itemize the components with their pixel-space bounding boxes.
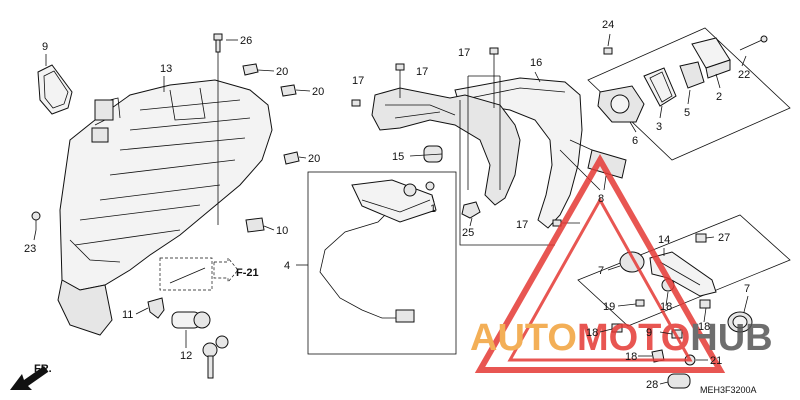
callout-7-right: 7 bbox=[744, 283, 750, 295]
callout-20-mid: 20 bbox=[312, 86, 324, 98]
callout-8: 8 bbox=[598, 193, 604, 205]
watermark: AUTOMOTOHUB bbox=[470, 153, 773, 373]
watermark-text-hub: HUB bbox=[690, 317, 772, 359]
callout-19: 19 bbox=[603, 301, 615, 313]
svg-text:AUTOMOTOHUB: AUTOMOTOHUB bbox=[470, 317, 773, 359]
callout-leaders bbox=[33, 33, 749, 385]
callout-24: 24 bbox=[602, 19, 614, 31]
clip-part-20-low bbox=[283, 151, 300, 165]
license-light-assembly-part-4 bbox=[307, 171, 457, 355]
reference-box-f21 bbox=[159, 257, 239, 291]
callout-25: 25 bbox=[462, 227, 474, 239]
clip-part-11 bbox=[147, 297, 165, 319]
callout-18-a: 18 bbox=[660, 301, 672, 313]
callout-labels: 9 13 26 20 20 20 17 17 17 17 16 24 22 2 … bbox=[24, 19, 757, 395]
nut-part-25 bbox=[461, 201, 481, 219]
callout-27: 27 bbox=[718, 232, 730, 244]
callout-3: 3 bbox=[656, 121, 662, 133]
bracket-assembly bbox=[371, 87, 521, 206]
clip-part-20-top bbox=[242, 63, 259, 76]
callout-18-c: 18 bbox=[698, 321, 710, 333]
callout-18-d: 18 bbox=[625, 351, 637, 363]
callout-18-b: 18 bbox=[586, 327, 598, 339]
callout-15: 15 bbox=[392, 151, 404, 163]
bolt-part-17-a bbox=[489, 47, 499, 108]
callout-14: 14 bbox=[658, 234, 670, 246]
callout-23: 23 bbox=[24, 243, 36, 255]
bolt-part-17-c bbox=[351, 99, 361, 107]
rear-fender-tip-part-16 bbox=[454, 77, 583, 229]
callout-9-lower: 9 bbox=[646, 327, 652, 339]
screw-part-24 bbox=[603, 47, 613, 55]
callout-2: 2 bbox=[716, 91, 722, 103]
rear-fender-part-13 bbox=[57, 79, 273, 336]
screw-part-23 bbox=[31, 211, 41, 230]
screw-part-22 bbox=[739, 35, 768, 51]
lock-assembly-box bbox=[587, 27, 791, 161]
clip-part-20-mid bbox=[280, 84, 297, 97]
callout-5: 5 bbox=[684, 107, 690, 119]
diagram-reference-code: MEH3F3200A bbox=[700, 385, 757, 395]
callout-12: 12 bbox=[180, 350, 192, 362]
watermark-text-moto: MOTO bbox=[577, 317, 690, 359]
callout-20-top: 20 bbox=[276, 66, 288, 78]
front-direction-label: FR. bbox=[34, 363, 52, 375]
callout-22: 22 bbox=[738, 69, 750, 81]
key-cylinder-part-12 bbox=[171, 311, 229, 379]
callout-28: 28 bbox=[646, 379, 658, 391]
front-direction-arrow bbox=[10, 366, 48, 390]
callout-17-c: 17 bbox=[352, 75, 364, 87]
callout-17-e: 17 bbox=[516, 219, 528, 231]
callout-10: 10 bbox=[276, 225, 288, 237]
reference-label-f21: F-21 bbox=[236, 267, 259, 279]
callout-11: 11 bbox=[122, 309, 133, 321]
clip-part-10 bbox=[245, 217, 265, 233]
callout-7-left: 7 bbox=[598, 265, 604, 277]
callout-26: 26 bbox=[240, 35, 252, 47]
callout-6: 6 bbox=[632, 135, 638, 147]
callout-16: 16 bbox=[530, 57, 542, 69]
callout-17-a: 17 bbox=[458, 47, 470, 59]
callout-13: 13 bbox=[160, 63, 172, 75]
gasket-part-9 bbox=[37, 64, 73, 115]
callout-17-b: 17 bbox=[416, 66, 428, 78]
callout-9: 9 bbox=[42, 41, 48, 53]
watermark-text-auto: AUTO bbox=[470, 317, 577, 359]
reflector-part-8 bbox=[559, 139, 627, 191]
callout-21: 21 bbox=[710, 355, 722, 367]
bolt-part-26 bbox=[213, 33, 223, 225]
callout-4: 4 bbox=[284, 260, 290, 272]
bolt-part-17-b bbox=[395, 63, 405, 98]
callout-1: 1 bbox=[430, 203, 436, 215]
callout-20-low: 20 bbox=[308, 153, 320, 165]
